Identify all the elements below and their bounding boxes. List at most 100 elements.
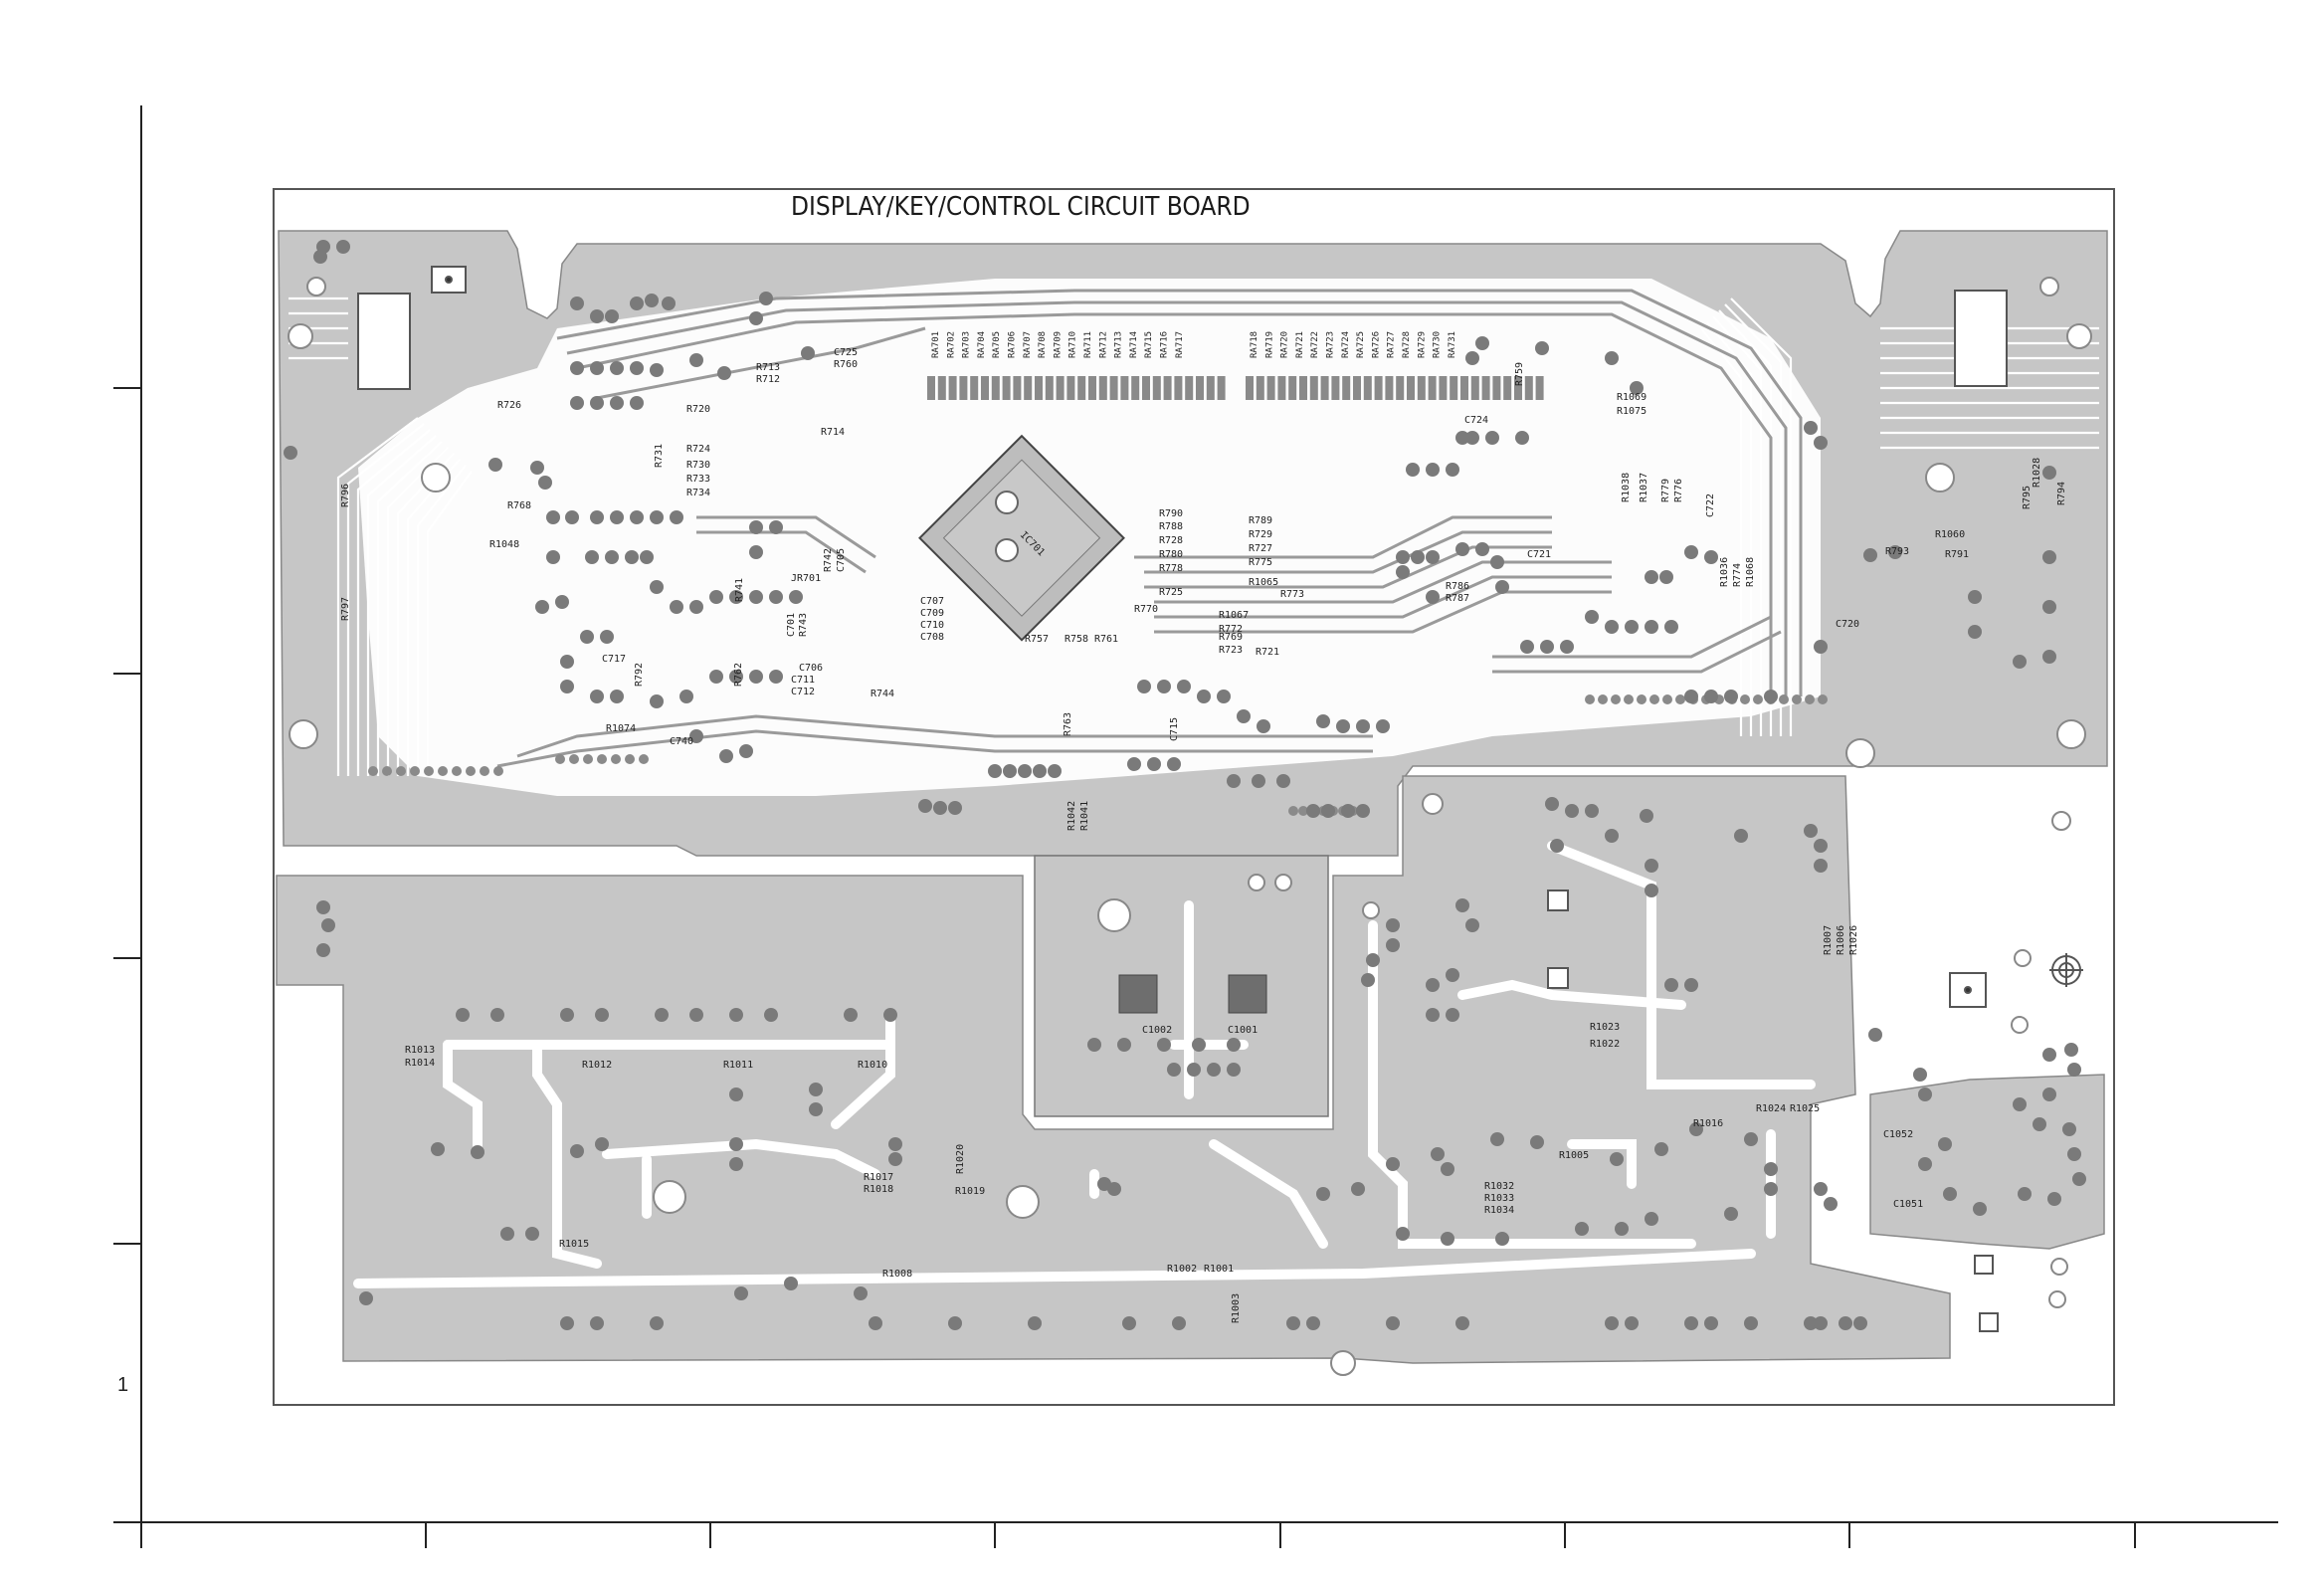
through-hole-pad — [1455, 431, 1469, 445]
ref-designator: RA728 — [1402, 331, 1412, 358]
smd-pad — [1342, 376, 1351, 400]
through-hole-pad — [1356, 719, 1370, 733]
through-hole-pad — [1276, 774, 1290, 788]
connector-pin — [1792, 694, 1802, 704]
through-hole-pad — [1814, 1182, 1828, 1196]
smd-pad — [1013, 376, 1022, 400]
smd-pad — [927, 376, 935, 400]
smd-pad — [1363, 376, 1372, 400]
through-hole-pad — [1605, 620, 1619, 634]
through-hole-pad — [1197, 690, 1211, 703]
through-hole-pad — [1485, 431, 1499, 445]
smd-pad — [1077, 376, 1086, 400]
ref-designator: R1032 — [1484, 1181, 1514, 1192]
smd-pad — [1299, 376, 1307, 400]
ref-designator: R1068 — [1745, 557, 1756, 587]
connector-pin — [555, 754, 565, 764]
ref-designator: RA721 — [1295, 331, 1305, 358]
through-hole-pad — [1540, 640, 1554, 654]
through-hole-pad — [1147, 757, 1161, 771]
connector-pin — [569, 754, 579, 764]
ref-designator: R712 — [756, 374, 780, 385]
connector-pin — [1649, 694, 1659, 704]
through-hole-pad — [1814, 839, 1828, 853]
through-hole-pad — [1495, 1232, 1509, 1246]
through-hole-pad — [1117, 1038, 1131, 1052]
ref-designator: R725 — [1159, 587, 1183, 598]
through-hole-pad — [650, 510, 664, 524]
ref-designator: C711 — [791, 675, 815, 686]
ref-designator: R791 — [1945, 549, 1969, 560]
ref-designator: R728 — [1159, 535, 1183, 546]
smd-pad — [1514, 376, 1522, 400]
ref-designator: R1003 — [1231, 1293, 1242, 1323]
smd-pad — [1098, 376, 1107, 400]
through-hole-pad — [709, 590, 723, 604]
through-hole-pad — [1361, 973, 1375, 987]
ref-designator: R1038 — [1621, 473, 1632, 502]
ref-designator: R1015 — [559, 1239, 589, 1250]
ref-designator: R744 — [871, 689, 894, 699]
ref-designator: RA724 — [1341, 331, 1351, 358]
smd-pad — [1256, 376, 1264, 400]
ref-designator: RA707 — [1023, 331, 1033, 358]
through-hole-pad — [1490, 555, 1504, 569]
through-hole-pad — [1237, 709, 1251, 723]
through-hole-pad — [2013, 655, 2027, 669]
through-hole-pad — [1814, 1316, 1828, 1330]
through-hole-pad — [1625, 1316, 1639, 1330]
through-hole-pad — [1605, 351, 1619, 365]
through-hole-pad — [1659, 570, 1673, 584]
ref-designator: R714 — [821, 427, 845, 438]
ref-designator: R1025 — [1790, 1103, 1820, 1114]
through-hole-pad — [918, 799, 932, 813]
through-hole-pad — [630, 361, 644, 375]
smd-pad — [981, 376, 989, 400]
through-hole-pad — [1839, 1316, 1852, 1330]
ref-designator: R1008 — [882, 1269, 912, 1280]
through-hole-pad — [662, 296, 676, 310]
through-hole-pad — [560, 655, 574, 669]
through-hole-pad — [1351, 1182, 1365, 1196]
ref-designator: R727 — [1249, 543, 1272, 554]
through-hole-pad — [1704, 550, 1718, 564]
ref-designator: R734 — [686, 488, 710, 498]
through-hole-pad — [1406, 463, 1420, 477]
through-hole-pad — [689, 729, 703, 743]
through-hole-pad — [729, 1137, 743, 1151]
smd-pad — [1217, 376, 1226, 400]
through-hole-pad — [1455, 542, 1469, 556]
ref-designator: R797 — [340, 597, 351, 621]
smd-pad — [1439, 376, 1448, 400]
through-hole-pad — [1814, 640, 1828, 654]
ref-designator: R787 — [1446, 593, 1469, 604]
ref-designator: C705 — [836, 548, 847, 572]
through-hole-pad — [729, 1008, 743, 1022]
connector-pin — [424, 766, 434, 776]
through-hole-pad — [1495, 580, 1509, 594]
through-hole-pad — [1918, 1087, 1932, 1101]
connector-pin — [1818, 694, 1828, 704]
through-hole-pad — [1734, 829, 1748, 843]
ref-designator: C710 — [920, 620, 944, 631]
through-hole-pad — [1455, 1316, 1469, 1330]
ref-designator: C712 — [791, 687, 815, 697]
through-hole-pad — [2062, 1122, 2076, 1136]
ref-designator: R1042 — [1066, 801, 1077, 831]
ref-designator: R720 — [686, 404, 710, 415]
ref-designator: R743 — [798, 613, 809, 637]
through-hole-pad — [1645, 1212, 1658, 1226]
smd-pad — [1481, 376, 1490, 400]
ref-designator: C725 — [834, 347, 858, 358]
through-hole-pad — [1943, 1187, 1957, 1201]
ref-designator: RA708 — [1038, 331, 1048, 358]
through-hole-pad — [749, 311, 763, 325]
ref-designator: C740 — [670, 736, 693, 747]
through-hole-pad — [610, 510, 624, 524]
through-hole-pad — [1446, 1008, 1459, 1022]
through-hole-pad — [689, 353, 703, 367]
ref-designator: R1037 — [1639, 473, 1649, 502]
